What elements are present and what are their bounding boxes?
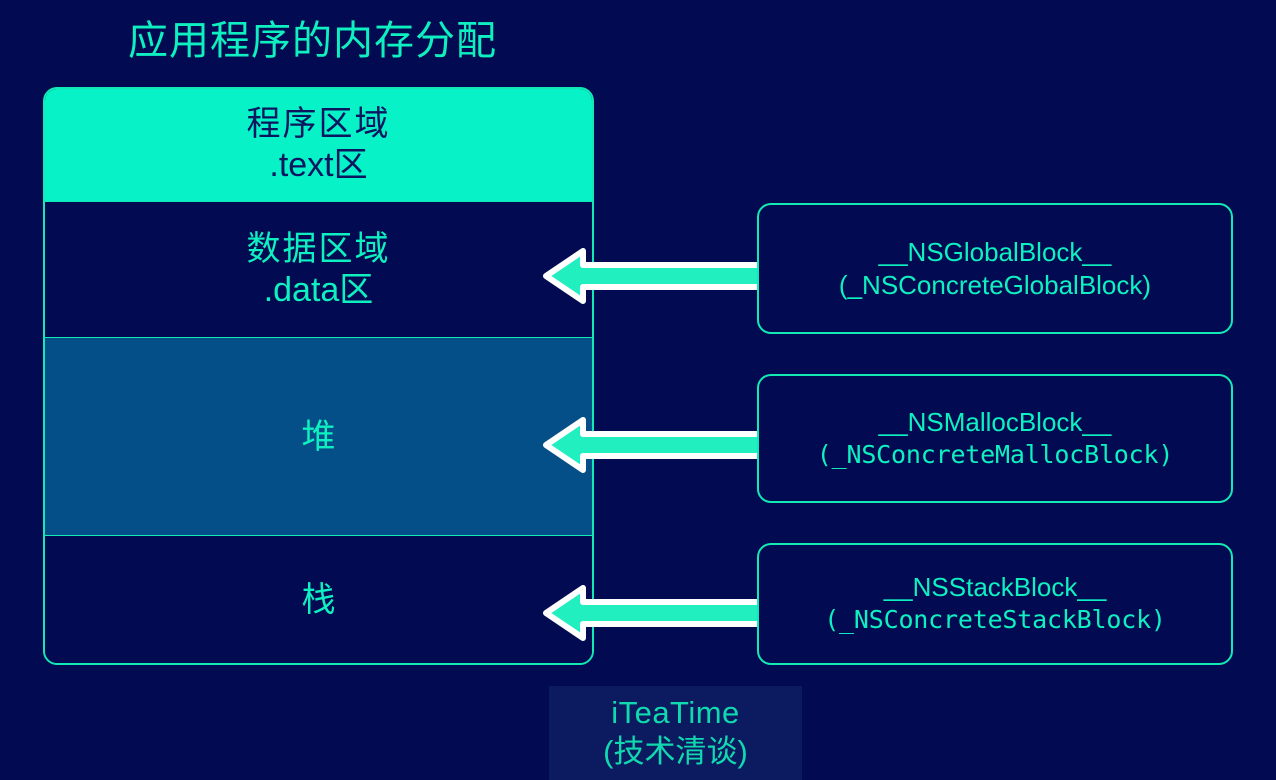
page-title: 应用程序的内存分配 <box>128 19 497 63</box>
block-name: __NSMallocBlock__ <box>878 406 1112 437</box>
region-label-primary: 栈 <box>301 580 336 619</box>
region-label-secondary: .text区 <box>269 146 368 184</box>
region-label-primary: 堆 <box>301 417 336 456</box>
watermark-brand: iTeaTime <box>611 695 740 730</box>
block-class: (_NSConcreteMallocBlock) <box>816 439 1174 469</box>
block-box-stack-block: __NSStackBlock__ (_NSConcreteStackBlock) <box>757 543 1233 665</box>
block-box-malloc-block: __NSMallocBlock__ (_NSConcreteMallocBloc… <box>757 374 1233 503</box>
block-name: __NSGlobalBlock__ <box>878 236 1112 267</box>
watermark: iTeaTime (技术清谈) <box>549 686 802 780</box>
memory-region-heap: 堆 <box>45 338 592 536</box>
block-class: (_NSConcreteGlobalBlock) <box>838 269 1152 300</box>
region-label-primary: 数据区域 <box>246 229 391 268</box>
memory-region-stack: 栈 <box>45 536 592 663</box>
watermark-subtitle: (技术清谈) <box>603 734 748 769</box>
region-label-secondary: .data区 <box>263 270 374 309</box>
block-class: (_NSConcreteStackBlock) <box>824 605 1166 634</box>
block-name: __NSStackBlock__ <box>883 572 1107 602</box>
region-label-primary: 程序区域 <box>246 105 391 143</box>
memory-region-text-segment: 程序区域 .text区 <box>45 89 592 201</box>
block-box-global-block: __NSGlobalBlock__ (_NSConcreteGlobalBloc… <box>757 203 1233 334</box>
memory-region-data-segment: 数据区域 .data区 <box>45 201 592 338</box>
memory-layout-column: 程序区域 .text区 数据区域 .data区 堆 栈 <box>43 87 594 665</box>
